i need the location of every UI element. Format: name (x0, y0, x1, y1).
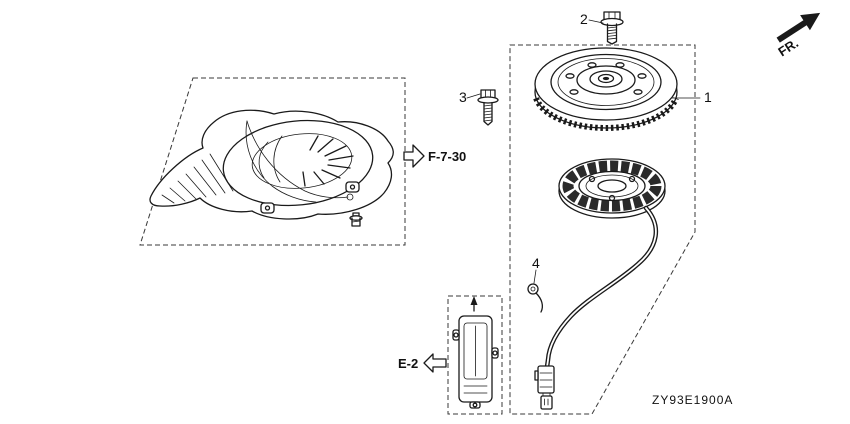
fin-hatching (161, 153, 234, 204)
flywheel-drawing (533, 47, 679, 131)
callout-2[interactable]: 2 (580, 11, 588, 27)
vent-slots (302, 135, 354, 187)
cdi-dashed-box (447, 295, 503, 415)
callout-1[interactable]: 1 (704, 89, 712, 105)
ref-e-2[interactable]: E-2 (398, 353, 447, 373)
callout-3[interactable]: 3 (459, 89, 467, 105)
cdi-unit-drawing (452, 296, 499, 409)
bolt-3-drawing (477, 89, 499, 126)
fr-indicator: FR. (775, 12, 821, 59)
bolt-2-drawing (600, 11, 624, 45)
flywheel-dashed-box (509, 44, 696, 415)
ref-label-e-2[interactable]: E-2 (398, 356, 418, 371)
stator-drawing (558, 158, 666, 219)
ref-f-7-30[interactable]: F-7-30 (403, 144, 466, 168)
callout-4[interactable]: 4 (532, 255, 540, 271)
ref-arrow-right-icon[interactable] (403, 144, 425, 168)
stator-wire-harness (544, 205, 659, 370)
engine-cover-dashed-box (139, 77, 406, 246)
drawing-code: ZY93E1900A (652, 393, 733, 407)
wire-connector-drawing (534, 365, 555, 410)
flywheel-bolt-holes (565, 62, 647, 95)
fr-arrow-icon (776, 12, 821, 43)
ref-arrow-left-icon[interactable] (423, 353, 447, 373)
engine-cover-drawing (149, 109, 394, 227)
clip-4-drawing (527, 283, 543, 313)
ref-label-f-7-30[interactable]: F-7-30 (428, 149, 466, 164)
